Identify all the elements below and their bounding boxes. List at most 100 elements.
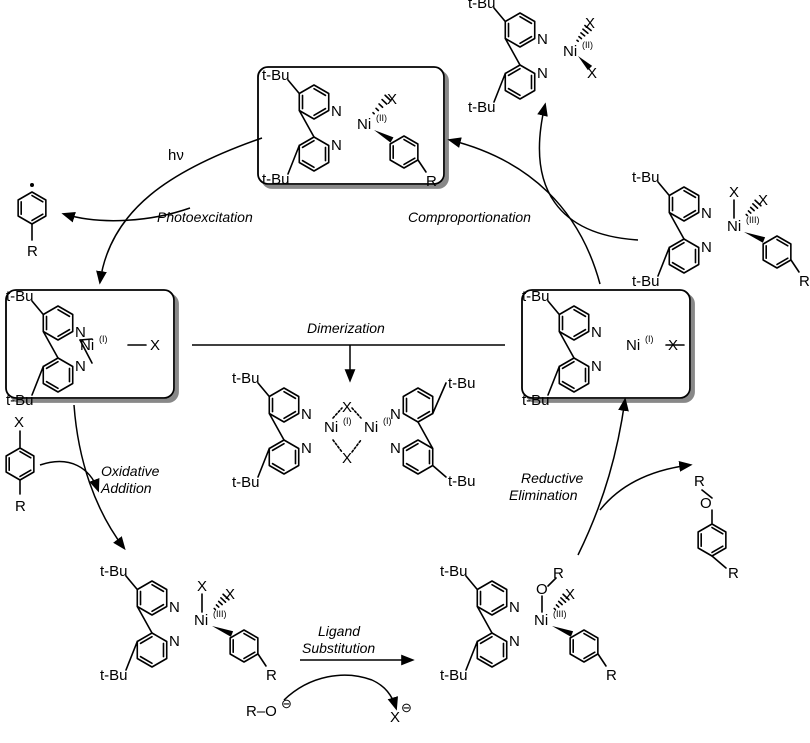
tbu-label: t-Bu [100,667,128,684]
tbu-label: t-Bu [468,0,496,12]
box-ni1-left [5,289,175,399]
nickel-center: Ni [727,218,741,235]
aryl-ring: R [229,629,277,684]
aryl-ring: R [569,629,617,684]
tbu-label: t-Bu [232,370,260,387]
pyridine-ring-top [402,387,434,423]
arrow-reductive-elimination [577,397,629,556]
oxidation-state: (I) [343,416,352,426]
pyridine-ring-top [476,580,508,616]
label-halide: X [390,709,400,726]
nitrogen-label: N [169,633,180,650]
benzene-ring [569,629,599,663]
oxidation-state: (II) [582,40,593,50]
benzene-ring [389,135,419,169]
nickel-center: Ni [563,43,577,60]
arrow-ether-product [599,460,693,511]
r-group-label: R [27,243,38,260]
nitrogen-label: N [301,440,312,457]
pyridine-ring-top [136,580,168,616]
nitrogen-label: N [509,633,520,650]
label-alkoxide-charge: ⊖ [281,696,292,711]
tbu-label: t-Bu [440,563,468,580]
bridging-halide-label: X [342,399,352,416]
tbu-label: t-Bu [440,667,468,684]
r-group-label: R [728,565,739,582]
nitrogen-label: N [390,406,401,423]
box-ni2-aryl [257,66,445,185]
tbu-label: t-Bu [262,67,290,84]
arrow-halide-out [371,679,398,711]
r-group-label: R [606,667,617,684]
arrow-aryl-radical [61,207,191,223]
bridging-halide-label: X [342,450,352,467]
nitrogen-label: N [331,103,342,120]
r-group-label: R [266,667,277,684]
halide-label: X [387,91,397,108]
halide-label: X [565,586,575,603]
nitrogen-label: N [75,358,86,375]
label-ligand: Ligand [318,623,361,639]
oxidation-state: (I) [383,416,392,426]
tbu-label: t-Bu [100,563,128,580]
halide-label: X [150,337,160,354]
label-substitution: Substitution [302,640,375,656]
aryl-radical: R [17,183,47,260]
r-group-label: R [426,173,437,190]
nitrogen-label: N [591,358,602,375]
r-group-label: R [553,565,564,582]
tbu-label: t-Bu [262,171,290,188]
arrow-aryl-halide [39,460,100,493]
nitrogen-label: N [169,599,180,616]
label-addition: Addition [100,480,152,496]
nickel-center: Ni [324,419,338,436]
label-alkoxide: R–O [246,703,277,720]
r-group-label: R [799,273,810,290]
box-ni1-right [521,289,691,399]
nickel-center: Ni [626,337,640,354]
tbu-label: t-Bu [232,474,260,491]
nitrogen-label: N [331,137,342,154]
label-reductive: Reductive [521,470,583,486]
label-oxidative: Oxidative [101,463,160,479]
nitrogen-label: N [537,31,548,48]
oxidation-state: (III) [746,215,760,225]
pyridine-ring-bottom [504,64,536,100]
pyridine-ring-top [268,387,300,423]
arrow-comproportionation [447,137,601,285]
oxidation-state: (I) [645,334,654,344]
nickel-center: Ni [194,612,208,629]
benzene-ring [5,447,35,481]
oxidation-state: (I) [99,334,108,344]
halide-label: X [758,192,768,209]
nitrogen-label: N [701,205,712,222]
pyridine-ring-bottom [136,632,168,668]
label-elimination: Elimination [509,487,578,503]
aryl-halide: XR [5,414,35,515]
pyridine-ring-bottom [476,632,508,668]
nickel-center: Ni [364,419,378,436]
arrow-ni2-x2 [537,102,639,241]
halide-label: X [197,578,207,595]
oxidation-state: (III) [213,609,227,619]
benzene-ring [17,191,47,225]
tbu-label: t-Bu [522,392,550,409]
pyridine-ring-bottom [402,439,434,475]
oxidation-state: (II) [376,113,387,123]
tbu-label: t-Bu [6,392,34,409]
nickel-center: Ni [534,612,548,629]
label-comproportionation: Comproportionation [408,209,531,225]
nitrogen-label: N [509,599,520,616]
